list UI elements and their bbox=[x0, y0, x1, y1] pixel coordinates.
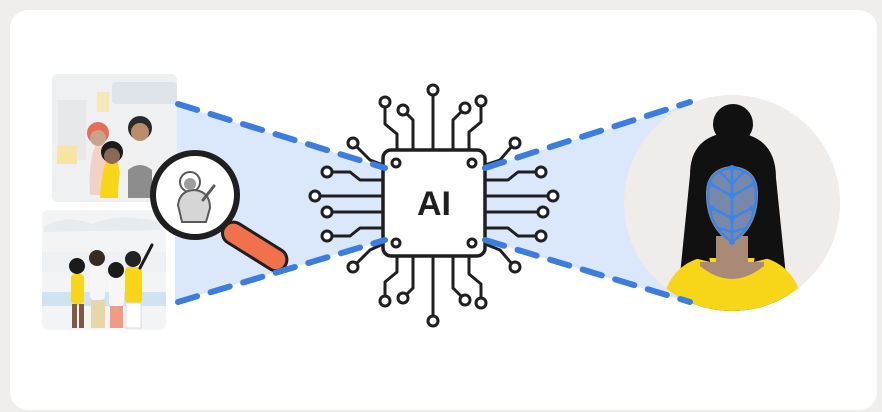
ai-chip-icon bbox=[308, 83, 560, 328]
group-people-top bbox=[87, 116, 160, 198]
hair-bun bbox=[713, 104, 753, 144]
face-recognition-icon bbox=[706, 165, 758, 245]
group-people-bottom bbox=[69, 243, 154, 329]
magnifier-icon bbox=[150, 150, 289, 273]
dash-right-bottom bbox=[482, 237, 693, 305]
dashed-connectors bbox=[175, 99, 693, 305]
dash-left-top bbox=[175, 101, 388, 171]
chip-label: AI bbox=[417, 185, 451, 223]
left-beam bbox=[175, 104, 385, 302]
shirt bbox=[660, 258, 805, 311]
dash-right-top bbox=[482, 99, 693, 171]
dash-left-bottom bbox=[175, 237, 388, 305]
chip-body bbox=[381, 148, 487, 258]
magnified-person bbox=[176, 171, 216, 223]
photo-collage bbox=[42, 74, 177, 330]
